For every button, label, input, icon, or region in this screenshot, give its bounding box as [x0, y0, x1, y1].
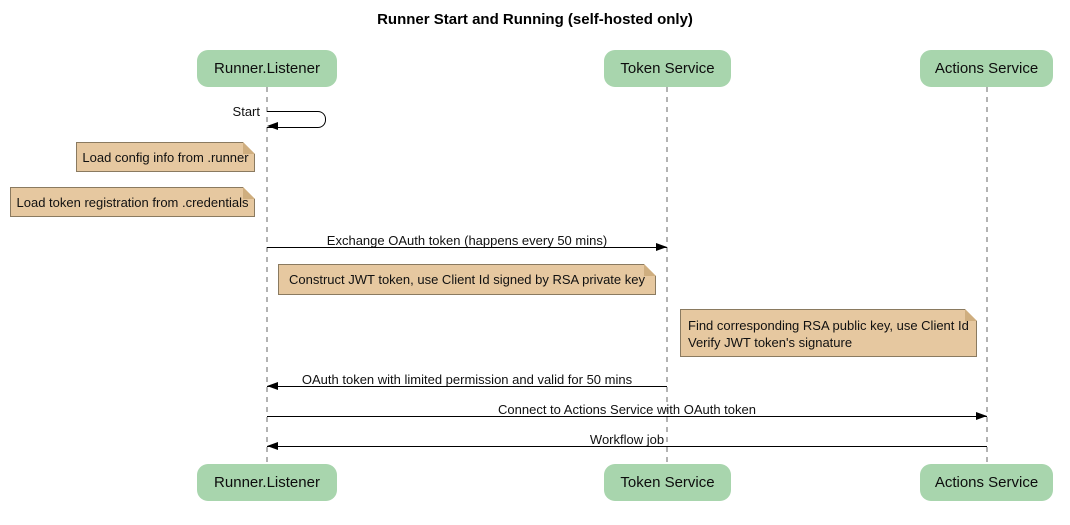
- self-message-loop: [267, 111, 326, 128]
- note-text: Load token registration from .credential…: [16, 194, 249, 210]
- note-find-rsa-key: Find corresponding RSA public key, use C…: [680, 309, 977, 357]
- message-label-connect-actions: Connect to Actions Service with OAuth to…: [498, 402, 756, 417]
- note-fold-icon: [965, 309, 977, 321]
- note-load-token-registration: Load token registration from .credential…: [10, 187, 255, 217]
- arrowhead-left-icon: [267, 382, 278, 390]
- participant-runner-listener-top: Runner.Listener: [197, 50, 337, 87]
- note-load-config: Load config info from .runner: [76, 142, 255, 172]
- arrowhead-right-icon: [976, 412, 987, 420]
- participant-label: Actions Service: [934, 60, 1039, 77]
- participant-label: Runner.Listener: [214, 60, 320, 77]
- message-line-workflow-job: [267, 446, 987, 447]
- message-label-workflow-job: Workflow job: [589, 432, 665, 447]
- message-label-exchange-oauth: Exchange OAuth token (happens every 50 m…: [326, 233, 608, 248]
- note-fold-icon: [243, 187, 255, 199]
- note-text-line: Verify JWT token's signature: [688, 335, 853, 350]
- participant-actions-service-bottom: Actions Service: [920, 464, 1053, 501]
- message-line-oauth-token-return: [267, 386, 667, 387]
- participant-label: Token Service: [620, 60, 715, 77]
- arrowhead-left-icon: [267, 442, 278, 450]
- participant-label: Actions Service: [934, 474, 1039, 491]
- arrowhead-left-icon: [267, 122, 278, 130]
- message-label-start: Start: [232, 104, 260, 119]
- note-text: Construct JWT token, use Client Id signe…: [289, 272, 645, 287]
- diagram-title: Runner Start and Running (self-hosted on…: [377, 11, 693, 28]
- participant-actions-service-top: Actions Service: [920, 50, 1053, 87]
- note-text: Load config info from .runner: [82, 149, 249, 165]
- message-line-exchange-oauth: [267, 247, 667, 248]
- arrowhead-right-icon: [656, 243, 667, 251]
- note-fold-icon: [243, 142, 255, 154]
- participant-runner-listener-bottom: Runner.Listener: [197, 464, 337, 501]
- note-text-line: Find corresponding RSA public key, use C…: [688, 318, 969, 333]
- note-construct-jwt: Construct JWT token, use Client Id signe…: [278, 264, 656, 295]
- participant-token-service-bottom: Token Service: [604, 464, 731, 501]
- participant-label: Runner.Listener: [214, 474, 320, 491]
- lifeline-runner-listener: [266, 87, 268, 464]
- participant-token-service-top: Token Service: [604, 50, 731, 87]
- message-label-oauth-token-return: OAuth token with limited permission and …: [301, 372, 633, 387]
- participant-label: Token Service: [620, 474, 715, 491]
- message-line-connect-actions: [267, 416, 987, 417]
- lifeline-actions-service: [986, 87, 988, 464]
- lifeline-token-service: [666, 87, 668, 464]
- note-fold-icon: [644, 264, 656, 276]
